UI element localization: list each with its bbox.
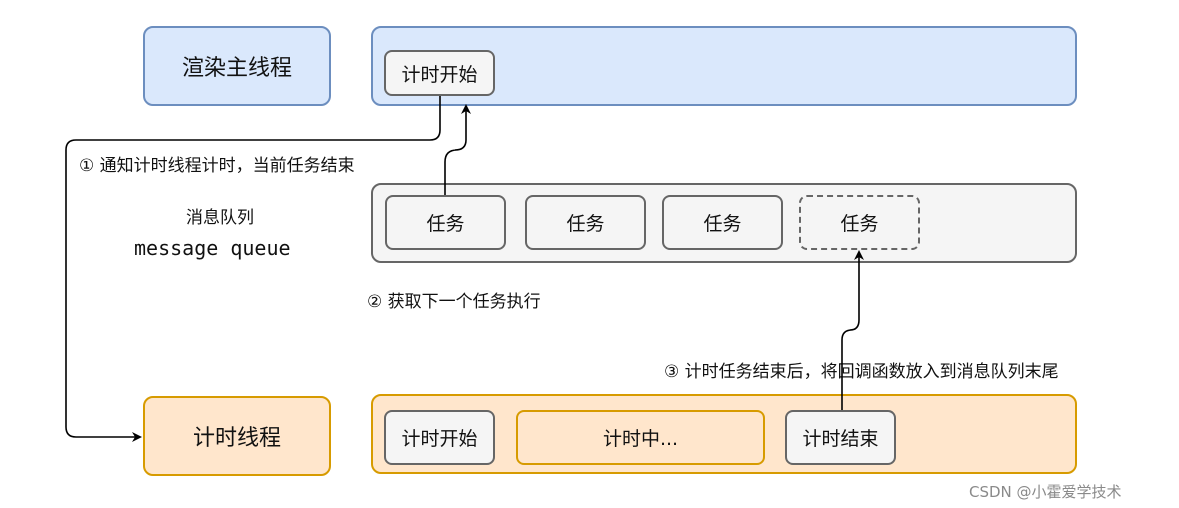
queue-task-new: 任务 <box>799 195 920 250</box>
queue-task-3: 任务 <box>662 195 783 250</box>
step1-label: ① 通知计时线程计时，当前任务结束 <box>79 156 355 176</box>
step3-label: ③ 计时任务结束后，将回调函数放入到消息队列末尾 <box>664 362 1059 382</box>
step2-label: ② 获取下一个任务执行 <box>367 292 541 312</box>
timer-running-chip: 计时中... <box>516 410 765 465</box>
timer-start-chip: 计时开始 <box>384 410 495 465</box>
timer-thread-label-text: 计时线程 <box>192 426 281 451</box>
queue-task-2: 任务 <box>525 195 646 250</box>
arrow-step1 <box>65 96 441 442</box>
csdn-watermark: CSDN @小霍爱学技术 <box>969 483 1122 501</box>
message-queue-label-cn: 消息队列 <box>186 208 254 228</box>
queue-task-1: 任务 <box>385 195 506 250</box>
render-thread-label-text: 渲染主线程 <box>181 56 292 81</box>
arrow-step3 <box>841 250 864 410</box>
timer-end-chip: 计时结束 <box>785 410 896 465</box>
render-timer-start-chip: 计时开始 <box>384 50 495 96</box>
message-queue-label-en: message queue <box>134 236 291 260</box>
timer-thread-label: 计时线程 <box>143 396 331 476</box>
render-thread-label: 渲染主线程 <box>143 26 331 106</box>
arrow-step2 <box>444 104 471 195</box>
